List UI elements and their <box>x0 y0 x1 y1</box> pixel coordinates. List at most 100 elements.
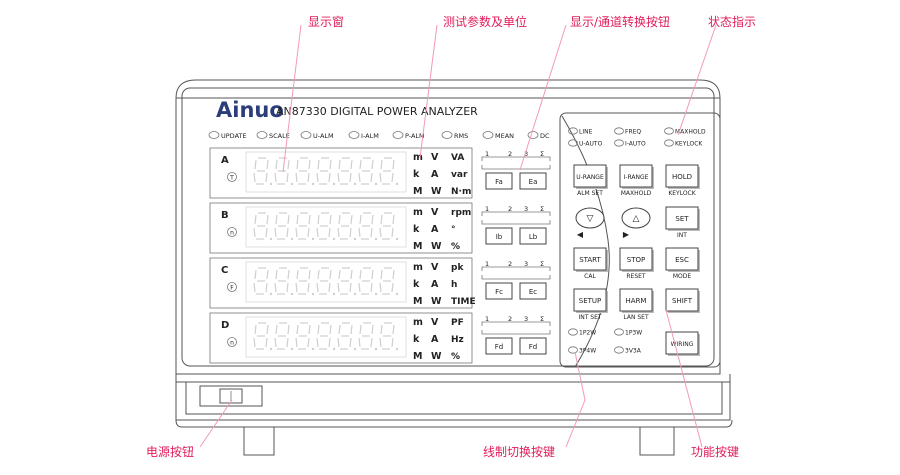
callout-power: 电源按钮 <box>146 444 194 459</box>
selector-button-left[interactable]: Fd <box>485 337 513 355</box>
selector-number: 1 <box>485 205 489 213</box>
key-shift[interactable]: SHIFT <box>665 288 700 313</box>
key-wiring[interactable]: WIRING <box>665 331 700 356</box>
channel-letter: B <box>221 210 229 221</box>
svg-text:Ib: Ib <box>496 233 503 241</box>
unit-label: h <box>451 280 457 290</box>
svg-text:▽: ▽ <box>587 214 594 224</box>
unit-label: M <box>413 241 422 252</box>
unit-label: m <box>413 207 423 218</box>
chassis <box>175 79 733 456</box>
unit-label: k <box>413 279 420 290</box>
wiring-1p2w: 1P2W <box>568 328 596 337</box>
unit-label: A <box>431 169 439 180</box>
unit-label: k <box>413 334 420 345</box>
status-label: LINE <box>579 129 593 136</box>
channel-icon: n <box>230 230 234 237</box>
selector-button-right[interactable]: Ec <box>519 282 547 300</box>
channel-icon: T <box>229 175 234 182</box>
seven-seg-display <box>245 151 407 193</box>
selector-number: 2 <box>508 150 512 158</box>
selector-button-left[interactable]: Ib <box>485 227 513 245</box>
key-sublabel: INT <box>677 232 687 239</box>
indicator-update: UPDATE <box>208 131 247 140</box>
indicator-dc: DC <box>527 131 550 140</box>
unit-label: var <box>451 170 468 180</box>
status-keylock: KEYLOCK <box>664 139 703 148</box>
channel-letter: C <box>221 265 228 276</box>
selector-number: 2 <box>508 315 512 323</box>
indicator-u-alm: U-ALM <box>300 131 334 140</box>
indicator-i-alm: I-ALM <box>348 131 379 140</box>
svg-text:Ec: Ec <box>529 288 537 296</box>
selector-button-right[interactable]: Lb <box>519 227 547 245</box>
unit-label: W <box>431 296 442 307</box>
svg-text:Fd: Fd <box>529 343 537 351</box>
indicator-label: RMS <box>454 132 468 140</box>
status-label: I-AUTO <box>625 141 646 148</box>
key-sublabel: KEYLOCK <box>668 190 696 197</box>
status-label: KEYLOCK <box>675 141 703 148</box>
svg-text:U-RANGE: U-RANGE <box>576 174 604 181</box>
key-hold[interactable]: HOLD KEYLOCK <box>665 164 700 197</box>
selector-button-left[interactable]: Fc <box>485 282 513 300</box>
status-i-auto: I-AUTO <box>614 139 646 148</box>
key-sublabel: RESET <box>626 273 646 280</box>
brand-logo: Ainuo <box>216 98 284 122</box>
wiring-3p4w: 3P4W <box>568 346 596 355</box>
unit-label: pk <box>451 263 464 273</box>
unit-label: M <box>413 186 422 197</box>
unit-label: V <box>431 317 439 328</box>
key-set[interactable]: SET INT <box>665 206 700 239</box>
unit-label: W <box>431 351 442 362</box>
power-switch[interactable] <box>199 385 263 407</box>
selector-number: Σ <box>540 205 544 213</box>
status-label: U-AUTO <box>579 141 603 148</box>
callout-wiring-switch: 线制切换按键 <box>483 445 555 459</box>
svg-text:SET: SET <box>675 215 689 223</box>
unit-label: M <box>413 351 422 362</box>
selector-button-right[interactable]: Ea <box>519 172 547 190</box>
indicator-label: DC <box>540 132 550 140</box>
seven-seg-display <box>245 316 407 358</box>
unit-label: V <box>431 152 439 163</box>
svg-text:Fc: Fc <box>495 288 503 296</box>
key-arrow-3[interactable]: ▽◀ <box>575 207 605 239</box>
selector-button-right[interactable]: Fd <box>519 337 547 355</box>
unit-label: V <box>431 262 439 273</box>
selector-number: Σ <box>540 150 544 158</box>
selector-number: 3 <box>524 205 528 213</box>
svg-text:Ea: Ea <box>529 178 538 186</box>
wiring-label: 1P3W <box>625 330 642 337</box>
unit-label: A <box>431 279 439 290</box>
unit-label: PF <box>451 318 464 328</box>
svg-text:SHIFT: SHIFT <box>672 297 693 305</box>
indicator-label: UPDATE <box>221 132 247 140</box>
svg-text:HOLD: HOLD <box>672 173 692 181</box>
key-sublabel: INT SET <box>578 314 601 321</box>
unit-label: m <box>413 262 423 273</box>
unit-label: V <box>431 207 439 218</box>
selector-number: 1 <box>485 150 489 158</box>
indicator-p-alm: P-ALM <box>392 131 425 140</box>
seven-seg-display <box>245 261 407 303</box>
key-sublabel: LAN SET <box>623 314 649 321</box>
callout-function-keys: 功能按键 <box>691 445 739 459</box>
key-arrow-4[interactable]: △▶ <box>621 207 651 239</box>
wiring-label: 3V3A <box>625 348 642 355</box>
selector-button-left[interactable]: Fa <box>485 172 513 190</box>
